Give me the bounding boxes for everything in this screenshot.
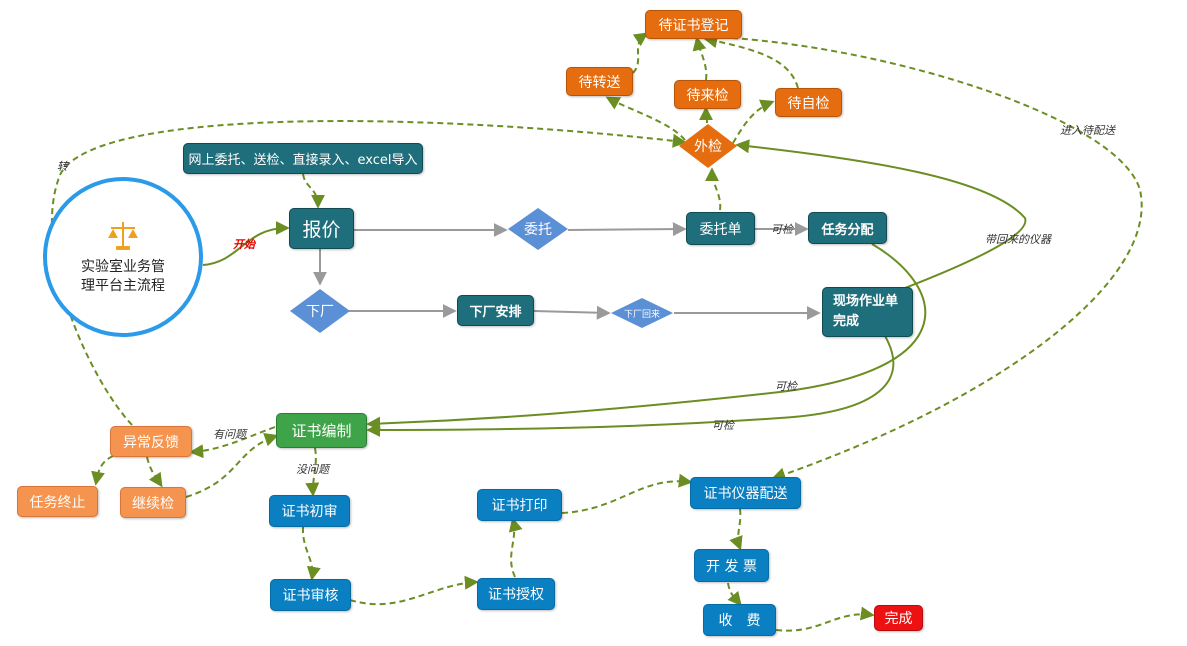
edge-label-to-check: 可检 bbox=[771, 223, 793, 236]
edge-label-start: 开始 bbox=[233, 238, 255, 251]
entrust-diamond: 委托 bbox=[507, 207, 569, 251]
start-node: 实验室业务管理平台主流程 bbox=[43, 177, 203, 337]
cert-review-node: 证书审核 bbox=[270, 579, 351, 611]
field-done-node: 现场作业单完成 bbox=[822, 287, 913, 337]
edge-label-brought-back: 带回来的仪器 bbox=[985, 233, 1051, 246]
edge-review-auth bbox=[349, 575, 479, 606]
edge-label-to-check-b: 可检 bbox=[712, 419, 734, 432]
anomaly-node: 异常反馈 bbox=[110, 426, 192, 457]
pending-incoming-node: 待来检 bbox=[674, 80, 741, 109]
edge-order-external bbox=[705, 167, 722, 211]
edge-label-to-check-a: 可检 bbox=[775, 380, 797, 393]
edge-external-transfer bbox=[605, 96, 686, 141]
task-end-node: 任务终止 bbox=[17, 486, 98, 517]
factory-diamond-label: 下厂 bbox=[306, 304, 334, 320]
factory-diamond: 下厂 bbox=[289, 288, 351, 334]
edge-field-external bbox=[735, 139, 1027, 289]
edge-field-cert bbox=[366, 335, 895, 437]
edge-anomaly-continue bbox=[146, 456, 163, 488]
charge-node: 收 费 bbox=[703, 604, 776, 636]
edge-invoice-charge bbox=[727, 582, 742, 607]
edge-cert-anomaly bbox=[189, 426, 276, 459]
edge-start-quote bbox=[202, 221, 290, 266]
edge-anomaly-external bbox=[50, 120, 687, 426]
cert-auth-node: 证书授权 bbox=[477, 578, 555, 610]
continue-check-node: 继续检 bbox=[120, 487, 186, 518]
online-entry-node: 网上委托、送检、直接录入、excel导入 bbox=[183, 143, 423, 174]
edge-self-register bbox=[703, 34, 799, 89]
edge-continue-cert bbox=[185, 433, 279, 498]
scales-icon bbox=[108, 222, 138, 250]
factory-back-diamond: 下厂回来 bbox=[610, 297, 674, 329]
edge-charge-done bbox=[775, 606, 875, 632]
edge-online-quote bbox=[302, 173, 325, 209]
edge-label-enter-delivery: 进入待配送 bbox=[1060, 124, 1115, 137]
cert-delivery-node: 证书仪器配送 bbox=[690, 477, 801, 509]
edge-incoming-register bbox=[692, 36, 708, 81]
quote-node: 报价 bbox=[289, 208, 354, 249]
edge-entrust-order bbox=[567, 222, 687, 237]
factory-back-label: 下厂回来 bbox=[623, 309, 660, 320]
task-assign-node: 任务分配 bbox=[808, 212, 887, 244]
done-node: 完成 bbox=[874, 605, 923, 631]
entrust-diamond-label: 委托 bbox=[524, 222, 552, 238]
external-diamond: 外检 bbox=[678, 123, 738, 169]
external-diamond-label: 外检 bbox=[694, 139, 722, 155]
edge-label-no-problem: 没问题 bbox=[296, 463, 329, 476]
edge-transfer-register bbox=[632, 32, 649, 74]
pending-self-node: 待自检 bbox=[775, 88, 842, 117]
invoice-node: 开 发 票 bbox=[694, 549, 769, 582]
edge-external-incoming bbox=[699, 106, 714, 124]
pending-transfer-node: 待转送 bbox=[566, 67, 633, 96]
start-node-label: 实验室业务管理平台主流程 bbox=[81, 259, 165, 294]
factory-arrange-node: 下厂安排 bbox=[457, 295, 534, 326]
cert-edit-node: 证书编制 bbox=[276, 413, 367, 448]
watermark bbox=[1062, 596, 1068, 617]
edge-auth-print bbox=[508, 517, 523, 578]
cert-print-node: 证书打印 bbox=[477, 489, 562, 521]
edge-label-has-problem: 有问题 bbox=[213, 428, 246, 441]
edge-arrange-back bbox=[533, 305, 611, 320]
entrust-order-node: 委托单 bbox=[686, 212, 755, 245]
edge-assign-cert bbox=[366, 243, 927, 431]
edge-cert-first bbox=[305, 447, 320, 497]
edge-first-review bbox=[301, 526, 321, 581]
edge-delivery-invoice bbox=[729, 508, 743, 551]
edge-label-transfer: 转 bbox=[57, 160, 68, 173]
edge-external-self bbox=[732, 99, 775, 144]
cert-first-node: 证书初审 bbox=[269, 495, 350, 527]
edge-anomaly-end bbox=[91, 455, 114, 486]
edge-print-delivery bbox=[561, 473, 693, 514]
pending-register-node: 待证书登记 bbox=[645, 10, 742, 39]
